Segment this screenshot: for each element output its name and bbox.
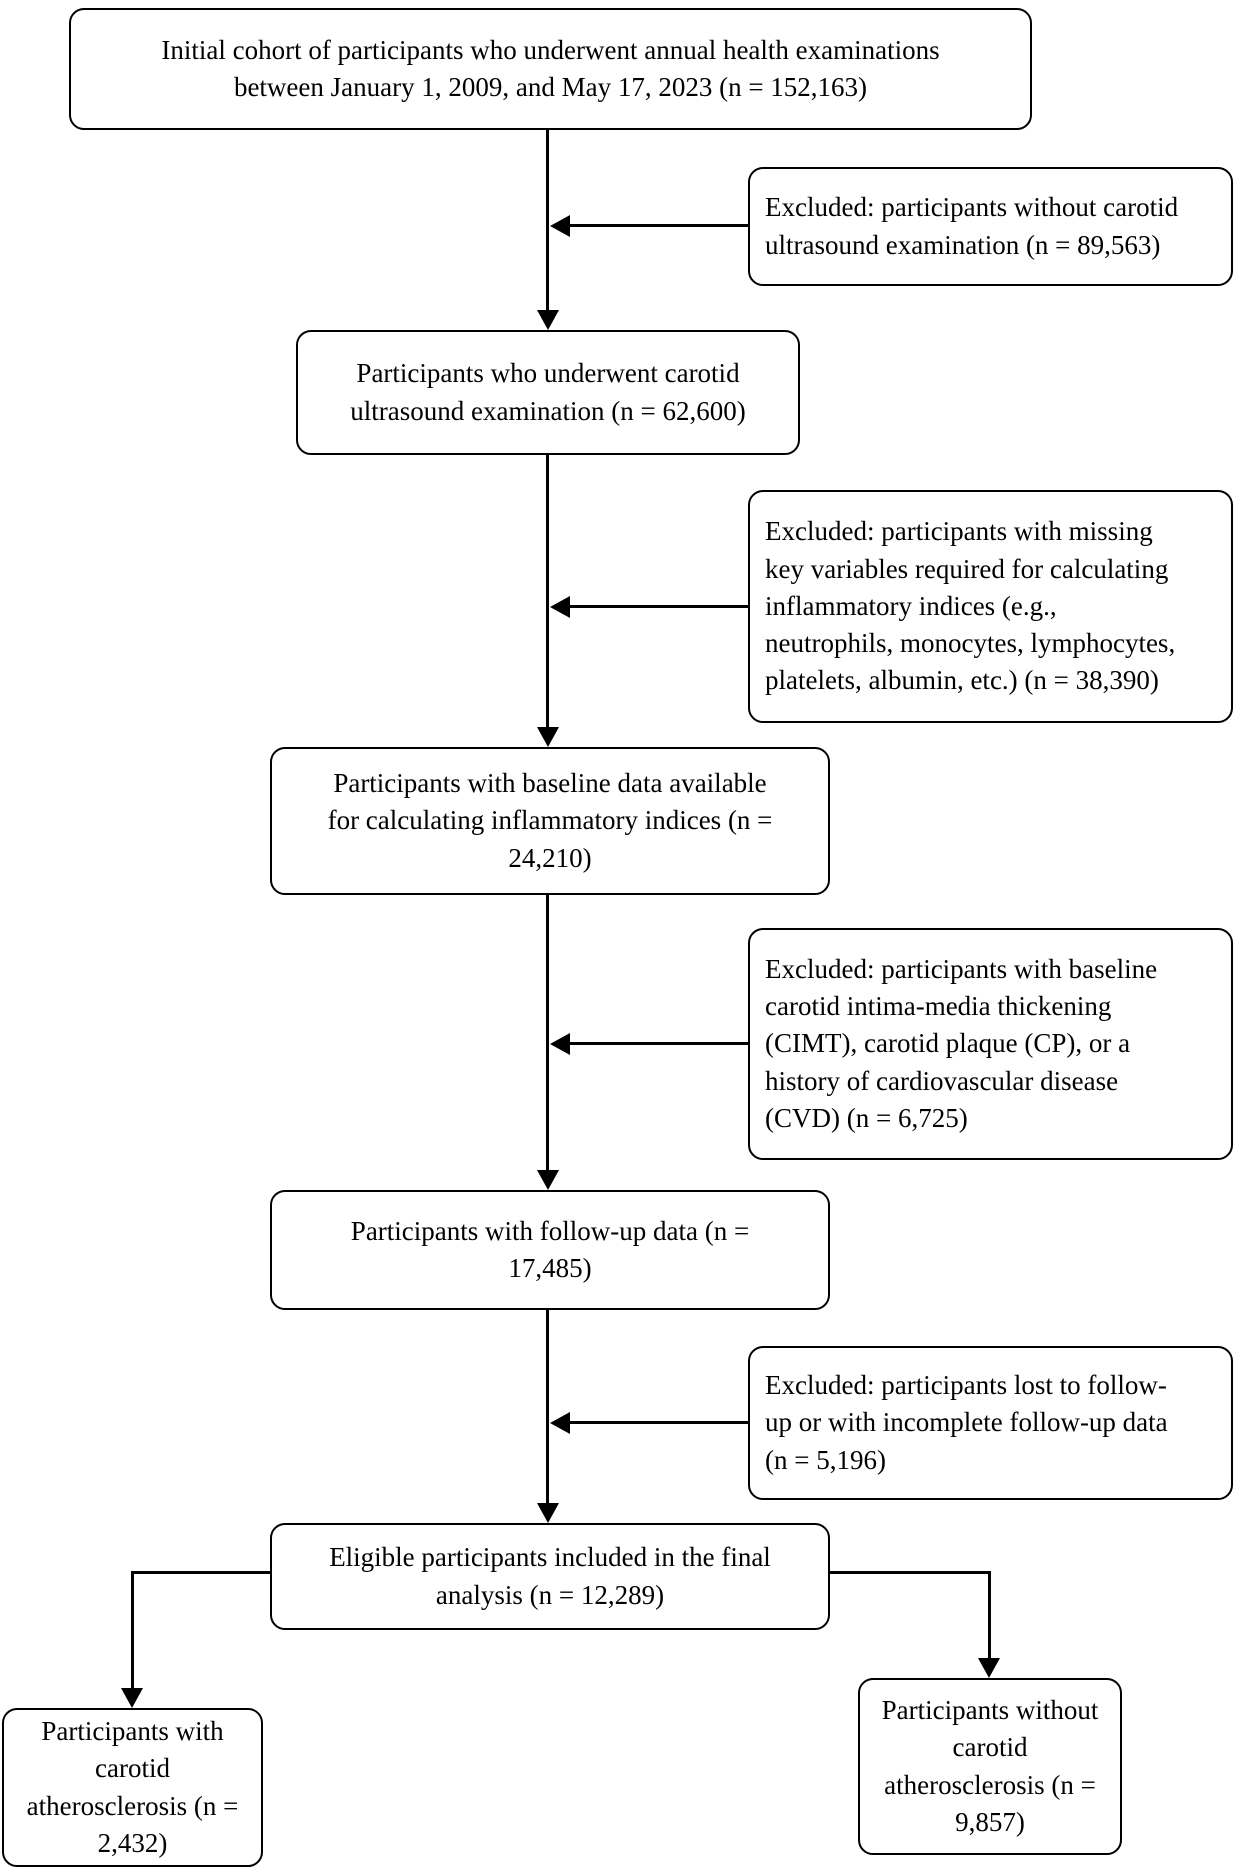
flow-box-carotid-ultrasound-text: Participants who underwent carotid ultra…	[350, 358, 746, 426]
exclusion-connector-line-1	[568, 224, 748, 227]
exclusion-connector-line-3	[568, 1042, 748, 1045]
connector-line-4	[546, 1310, 549, 1505]
exclusion-connector-line-4	[568, 1421, 748, 1424]
flow-box-baseline-data: Participants with baseline data availabl…	[270, 747, 830, 895]
exclusion-box-no-ultrasound-text: Excluded: participants without carotid u…	[765, 192, 1179, 260]
arrow-left-icon-2	[550, 596, 570, 618]
arrow-down-icon-1	[537, 310, 559, 330]
connector-line-1	[546, 130, 549, 314]
arrow-left-icon-3	[550, 1033, 570, 1055]
connector-line-3	[546, 895, 549, 1172]
branch-right-vertical-line	[988, 1571, 991, 1660]
flow-box-baseline-data-text: Participants with baseline data availabl…	[327, 768, 773, 873]
flow-box-followup-data: Participants with follow-up data (n = 17…	[270, 1190, 830, 1310]
arrow-left-icon-1	[550, 215, 570, 237]
flow-box-followup-data-text: Participants with follow-up data (n = 17…	[350, 1215, 750, 1283]
flow-box-with-atherosclerosis: Participants with carotid atherosclerosi…	[2, 1708, 263, 1867]
exclusion-box-lost-followup-text: Excluded: participants lost to follow- u…	[765, 1370, 1168, 1475]
branch-right-horizontal-line	[830, 1571, 991, 1574]
flow-box-final-analysis: Eligible participants included in the fi…	[270, 1523, 830, 1630]
exclusion-box-missing-variables: Excluded: participants with missing key …	[748, 490, 1233, 723]
flow-box-carotid-ultrasound: Participants who underwent carotid ultra…	[296, 330, 800, 455]
arrow-left-icon-4	[550, 1412, 570, 1434]
exclusion-box-baseline-disease: Excluded: participants with baseline car…	[748, 928, 1233, 1160]
flow-box-initial-cohort: Initial cohort of participants who under…	[69, 8, 1032, 130]
connector-line-2	[546, 455, 549, 729]
flow-box-without-atherosclerosis-text: Participants without carotid atheroscler…	[881, 1695, 1099, 1837]
exclusion-box-lost-followup: Excluded: participants lost to follow- u…	[748, 1346, 1233, 1500]
flow-box-initial-cohort-text: Initial cohort of participants who under…	[161, 34, 940, 102]
exclusion-box-baseline-disease-text: Excluded: participants with baseline car…	[765, 953, 1158, 1133]
exclusion-box-no-ultrasound: Excluded: participants without carotid u…	[748, 167, 1233, 286]
flow-box-without-atherosclerosis: Participants without carotid atheroscler…	[858, 1678, 1122, 1855]
flow-box-with-atherosclerosis-text: Participants with carotid atherosclerosi…	[26, 1716, 239, 1858]
exclusion-connector-line-2	[568, 605, 748, 608]
arrow-down-icon-2	[537, 727, 559, 747]
arrow-down-icon-3	[537, 1170, 559, 1190]
branch-left-horizontal-line	[131, 1571, 270, 1574]
arrow-down-icon-left-branch	[121, 1688, 143, 1708]
arrow-down-icon-right-branch	[978, 1658, 1000, 1678]
flow-box-final-analysis-text: Eligible participants included in the fi…	[329, 1542, 771, 1610]
arrow-down-icon-4	[537, 1503, 559, 1523]
exclusion-box-missing-variables-text: Excluded: participants with missing key …	[765, 516, 1176, 696]
branch-left-vertical-line	[131, 1571, 134, 1690]
